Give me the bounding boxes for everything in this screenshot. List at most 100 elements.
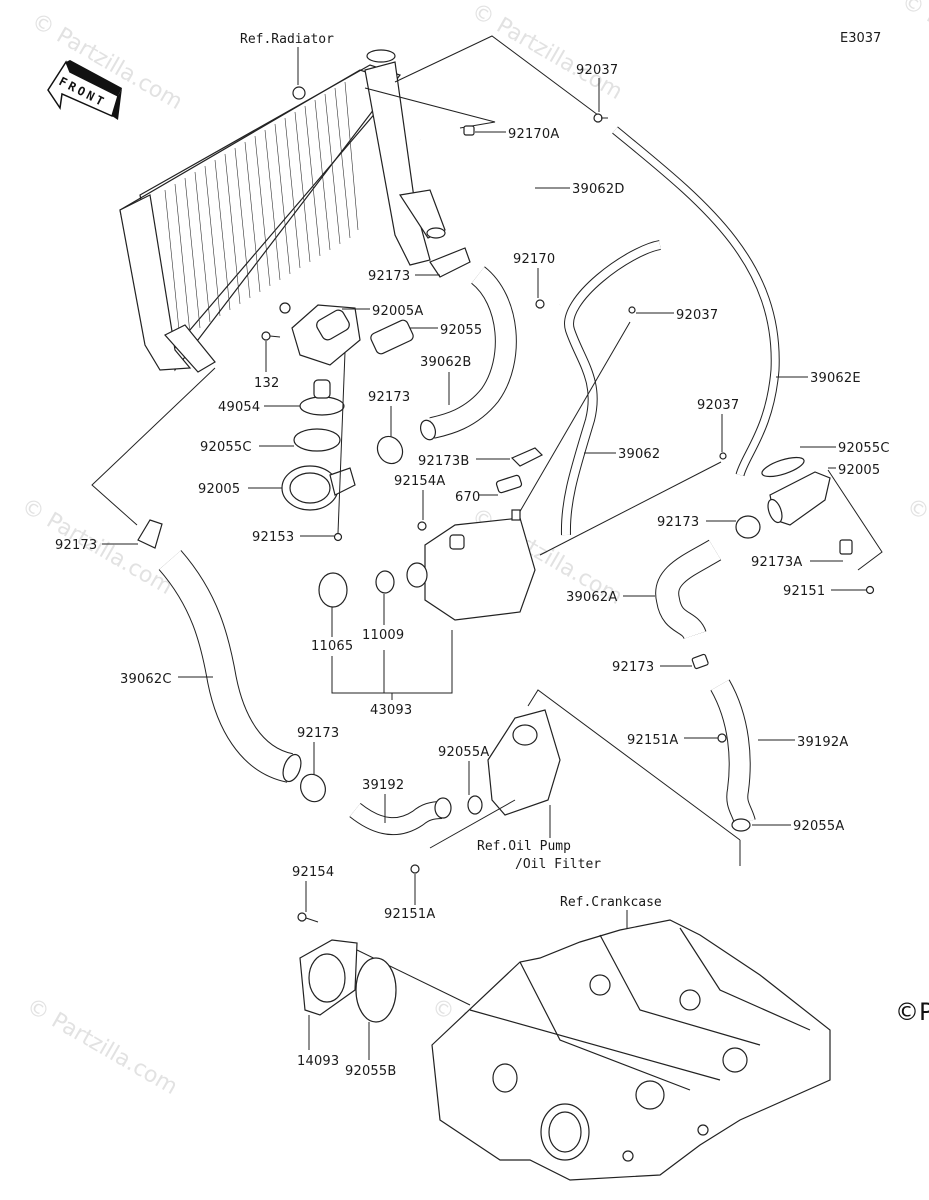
diagram-code: E3037 — [840, 31, 881, 46]
clamp-92173-b[interactable] — [373, 432, 408, 468]
part-label-92055B[interactable]: 92055B — [345, 1064, 396, 1079]
pipe-39192A[interactable] — [711, 680, 755, 825]
pump-cover-14093[interactable] — [299, 939, 358, 1016]
cover-92005-left[interactable] — [281, 465, 356, 511]
part-label-92173-e[interactable]: 92173 — [612, 660, 654, 675]
clamp-92173B[interactable] — [510, 447, 544, 467]
thermostat-49054[interactable] — [299, 379, 345, 416]
part-label-92005[interactable]: 92005 — [198, 482, 240, 497]
clamp-92173A[interactable] — [839, 539, 853, 555]
watermark: © Partzilla.com — [897, 0, 929, 95]
part-label-92173[interactable]: 92173 — [368, 269, 410, 284]
part-label-92037-right[interactable]: 92037 — [697, 398, 739, 413]
bolt-92151[interactable] — [865, 585, 875, 595]
ref-radiator-label: Ref.Radiator — [240, 32, 334, 47]
part-label-49054[interactable]: 49054 — [218, 400, 260, 415]
part-label-92037[interactable]: 92037 — [576, 63, 618, 78]
copyright-fragment: ©P — [895, 998, 929, 1026]
o-ring-92055B[interactable] — [355, 957, 397, 1023]
part-label-39062B[interactable]: 39062B — [420, 355, 471, 370]
part-label-92055C-right[interactable]: 92055C — [838, 441, 890, 456]
pipe-39192[interactable] — [350, 802, 443, 835]
part-label-39062[interactable]: 39062 — [618, 447, 660, 462]
bolt-92153[interactable] — [333, 532, 343, 542]
clamp-92173-a[interactable] — [429, 247, 471, 278]
part-label-11065[interactable]: 11065 — [311, 639, 353, 654]
clamp-92170A[interactable] — [463, 125, 475, 136]
bolt-132[interactable] — [261, 331, 281, 341]
o-ring-92055A-right[interactable] — [731, 818, 751, 832]
gasket-92055[interactable] — [369, 319, 415, 356]
part-label-92151A-right[interactable]: 92151A — [627, 733, 678, 748]
gasket-670[interactable] — [495, 474, 523, 494]
part-label-39192A[interactable]: 39192A — [797, 735, 848, 750]
part-label-92151[interactable]: 92151 — [783, 584, 825, 599]
part-label-92154A[interactable]: 92154A — [394, 474, 445, 489]
hose-39062B[interactable] — [429, 267, 516, 438]
part-label-39062D[interactable]: 39062D — [572, 182, 625, 197]
o-ring-92055C-left[interactable] — [293, 428, 341, 452]
assembly-line — [394, 35, 599, 116]
clip-92037-right[interactable] — [719, 452, 727, 460]
watermark: © Partzilla.com — [902, 494, 929, 601]
part-label-92055C[interactable]: 92055C — [200, 440, 252, 455]
crankcase — [431, 919, 831, 1181]
o-ring-92055A-mid[interactable] — [467, 795, 483, 815]
fitting-92005-right[interactable] — [765, 471, 831, 526]
part-label-11009[interactable]: 11009 — [362, 628, 404, 643]
part-label-92151A-bottom[interactable]: 92151A — [384, 907, 435, 922]
part-label-39062E[interactable]: 39062E — [810, 371, 861, 386]
ref-oil-pump-label: Ref.Oil Pump — [477, 839, 571, 854]
part-label-43093[interactable]: 43093 — [370, 703, 412, 718]
water-pump-body[interactable] — [487, 709, 561, 816]
part-label-92005A[interactable]: 92005A — [372, 304, 423, 319]
clamp-92173-d[interactable] — [137, 519, 163, 549]
hose-39062A[interactable] — [656, 540, 721, 640]
hose-39062D[interactable] — [419, 139, 597, 306]
bolt-92151A-bottom[interactable] — [410, 864, 420, 874]
part-label-92154[interactable]: 92154 — [292, 865, 334, 880]
part-label-92173-c[interactable]: 92173 — [657, 515, 699, 530]
part-label-92173B[interactable]: 92173B — [418, 454, 469, 469]
clamp-92170[interactable] — [535, 299, 545, 309]
part-label-92005-right[interactable]: 92005 — [838, 463, 880, 478]
radiator — [119, 49, 446, 373]
clip-92037-top[interactable] — [593, 113, 608, 123]
part-label-92055A-right[interactable]: 92055A — [793, 819, 844, 834]
part-label-39062A[interactable]: 39062A — [566, 590, 617, 605]
part-label-92153[interactable]: 92153 — [252, 530, 294, 545]
bolt-92154A[interactable] — [417, 521, 427, 531]
part-label-92055A-mid[interactable]: 92055A — [438, 745, 489, 760]
bolt-92154[interactable] — [297, 912, 319, 923]
part-label-39192[interactable]: 39192 — [362, 778, 404, 793]
part-label-14093[interactable]: 14093 — [297, 1054, 339, 1069]
o-ring-92055C-right[interactable] — [760, 454, 806, 481]
part-label-92170[interactable]: 92170 — [513, 252, 555, 267]
part-label-132[interactable]: 132 — [254, 376, 279, 391]
gasket-11009[interactable] — [375, 570, 395, 594]
part-label-92037-mid[interactable]: 92037 — [676, 308, 718, 323]
part-label-92170A[interactable]: 92170A — [508, 127, 559, 142]
hose-39062C[interactable] — [159, 550, 294, 782]
watermark: © Partzilla.com — [22, 994, 182, 1101]
watermark: © Partzilla.com — [467, 0, 627, 105]
part-label-92173-f[interactable]: 92173 — [297, 726, 339, 741]
part-label-92173A[interactable]: 92173A — [751, 555, 802, 570]
ref-oil-filter-label: /Oil Filter — [515, 857, 601, 872]
hose-39062[interactable] — [561, 241, 661, 536]
clamp-92173-f[interactable] — [296, 770, 330, 806]
part-label-92173-b[interactable]: 92173 — [368, 390, 410, 405]
part-label-92173-d[interactable]: 92173 — [55, 538, 97, 553]
part-label-670[interactable]: 670 — [455, 490, 480, 505]
reservoir-tank[interactable] — [406, 509, 536, 621]
thermostat-housing-92005A[interactable] — [291, 304, 361, 366]
part-label-92055[interactable]: 92055 — [440, 323, 482, 338]
clip-92037-mid[interactable] — [628, 306, 636, 314]
cap-11065[interactable] — [318, 572, 348, 608]
clamp-92173-e[interactable] — [691, 653, 709, 670]
bolt-92151A-right[interactable] — [717, 733, 727, 743]
clamp-92173-c[interactable] — [735, 515, 761, 539]
ref-crankcase-label: Ref.Crankcase — [560, 895, 662, 910]
part-label-39062C[interactable]: 39062C — [120, 672, 172, 687]
hose-39062E[interactable] — [612, 127, 779, 477]
